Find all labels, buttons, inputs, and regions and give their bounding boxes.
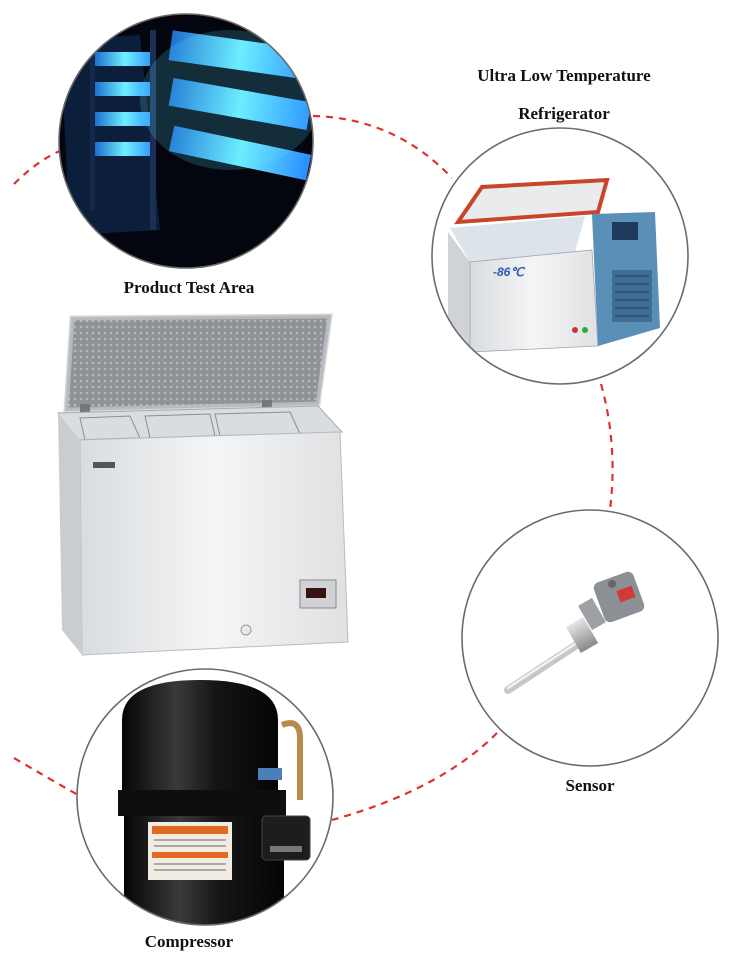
freezer-temperature-display: -86℃ (493, 265, 525, 279)
connector-left-bottom (13, 757, 79, 796)
label-sensor: Sensor (565, 776, 615, 795)
connector-sensor-to-compressor (331, 732, 498, 822)
chest-freezer-image (57, 313, 349, 656)
circle-border (58, 13, 314, 269)
lock-icon (240, 624, 252, 636)
circle-border (76, 668, 334, 926)
label-compressor: Compressor (144, 932, 234, 951)
product-test-area-image (58, 13, 314, 269)
ultra-low-refrigerator-image: -86℃ (431, 127, 689, 385)
uv-tube (95, 82, 155, 96)
connector-refrigerator-to-sensor (599, 383, 614, 511)
label-product-test-area: Product Test Area (123, 278, 255, 297)
sensor-image (461, 509, 719, 767)
uv-tube (95, 112, 155, 126)
compressor-image (76, 668, 334, 926)
label-ultra-low-temperature: Ultra Low Temperature (477, 66, 651, 85)
connector-test-to-refrigerator (312, 114, 453, 179)
uv-tube (95, 142, 155, 156)
uv-tube (168, 78, 312, 130)
uv-tube (95, 52, 155, 66)
uv-tube (168, 30, 312, 80)
connector-left-top (13, 148, 63, 185)
uv-tube (168, 125, 312, 181)
brand-badge (93, 462, 115, 468)
circle-border (431, 127, 689, 385)
circle-border (461, 509, 719, 767)
connector-lines (13, 114, 614, 822)
label-refrigerator: Refrigerator (518, 104, 610, 123)
